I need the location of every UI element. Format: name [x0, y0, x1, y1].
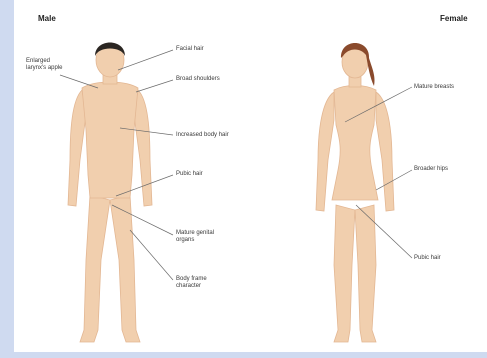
label-pubic-hair-female: Pubic hair [414, 255, 441, 262]
label-broad-shoulders: Broad shoulders [176, 76, 220, 83]
leader-broader-hips [376, 170, 412, 190]
label-body-frame: Body frame character [176, 276, 207, 290]
leader-enlarged-nipple [60, 75, 98, 88]
label-increased-body-hair: Increased body hair [176, 132, 229, 139]
heading-female: Female [440, 14, 468, 23]
leader-facial-hair [118, 50, 173, 70]
heading-male: Male [38, 14, 56, 23]
male-figure [68, 43, 152, 342]
label-enlarged-nipple: Enlarged larynx's apple [26, 58, 63, 72]
label-pubic-hair-male: Pubic hair [176, 171, 203, 178]
label-broader-hips: Broader hips [414, 166, 448, 173]
label-mature-breasts: Mature breasts [414, 84, 454, 91]
leader-body-frame [130, 230, 173, 280]
leader-broad-shoulders [136, 80, 173, 92]
label-mature-genital: Mature genital organs [176, 230, 214, 244]
label-facial-hair: Facial hair [176, 46, 204, 53]
female-figure [316, 46, 394, 342]
